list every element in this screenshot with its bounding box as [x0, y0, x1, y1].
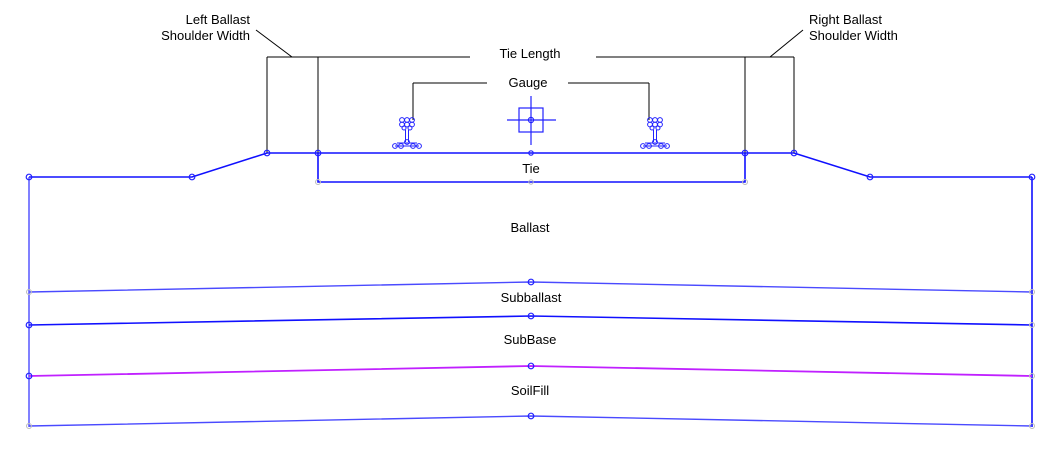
right-shoulder-label-line1: Right Ballast: [809, 12, 882, 27]
node-inactive[interactable]: [1029, 322, 1035, 328]
node-inactive[interactable]: [742, 179, 748, 185]
ballast-label: Ballast: [510, 220, 550, 236]
node-inactive[interactable]: [528, 179, 534, 185]
right-shoulder-label-line2: Shoulder Width: [809, 28, 898, 43]
nodes: [25, 149, 1036, 429]
node[interactable]: [1028, 173, 1036, 181]
left-shoulder-label-line2: Shoulder Width: [161, 28, 250, 43]
gauge-label: Gauge: [504, 75, 552, 91]
tie-box: [317, 153, 746, 183]
node-inactive[interactable]: [1029, 289, 1035, 295]
node[interactable]: [741, 149, 749, 157]
node[interactable]: [527, 412, 535, 420]
node[interactable]: [528, 150, 534, 156]
node[interactable]: [527, 278, 535, 286]
tie-label: Tie: [522, 161, 540, 177]
node[interactable]: [314, 149, 322, 157]
node-inactive[interactable]: [1029, 373, 1035, 379]
node-inactive[interactable]: [26, 423, 32, 429]
subbase-bottom-line: [28, 365, 1033, 377]
layer-boundaries: [28, 281, 1033, 427]
node-inactive[interactable]: [1029, 423, 1035, 429]
rail-left-icon[interactable]: [392, 117, 422, 149]
node[interactable]: [25, 372, 33, 380]
rail-right-icon[interactable]: [640, 117, 670, 149]
right-shoulder-width-label: Right Ballast Shoulder Width: [809, 12, 898, 44]
subballast-label: Subballast: [500, 290, 562, 306]
ballast-bottom-line: [28, 281, 1033, 293]
ballast-profile: [28, 152, 1033, 427]
left-shoulder-leader: [255, 29, 293, 58]
node[interactable]: [527, 362, 535, 370]
right-shoulder-leader: [769, 29, 804, 58]
node[interactable]: [25, 321, 33, 329]
node[interactable]: [188, 173, 196, 181]
subballast-bottom-line: [28, 315, 1033, 326]
node[interactable]: [527, 312, 535, 320]
node[interactable]: [263, 149, 271, 157]
soilfill-bottom-line: [28, 415, 1033, 427]
node[interactable]: [25, 173, 33, 181]
tie-length-label: Tie Length: [495, 46, 565, 62]
node-inactive[interactable]: [26, 289, 32, 295]
ballast-top-line: [29, 152, 1032, 178]
node[interactable]: [866, 173, 874, 181]
left-shoulder-width-label: Left Ballast Shoulder Width: [150, 12, 250, 44]
node-inactive[interactable]: [315, 179, 321, 185]
tie-outline: [317, 153, 746, 183]
dimension-lines: [255, 29, 804, 153]
crosshair-target-icon[interactable]: [507, 96, 556, 145]
soilfill-label: SoilFill: [510, 383, 550, 399]
left-shoulder-label-line1: Left Ballast: [185, 12, 250, 27]
subbase-label: SubBase: [503, 332, 557, 348]
node[interactable]: [790, 149, 798, 157]
